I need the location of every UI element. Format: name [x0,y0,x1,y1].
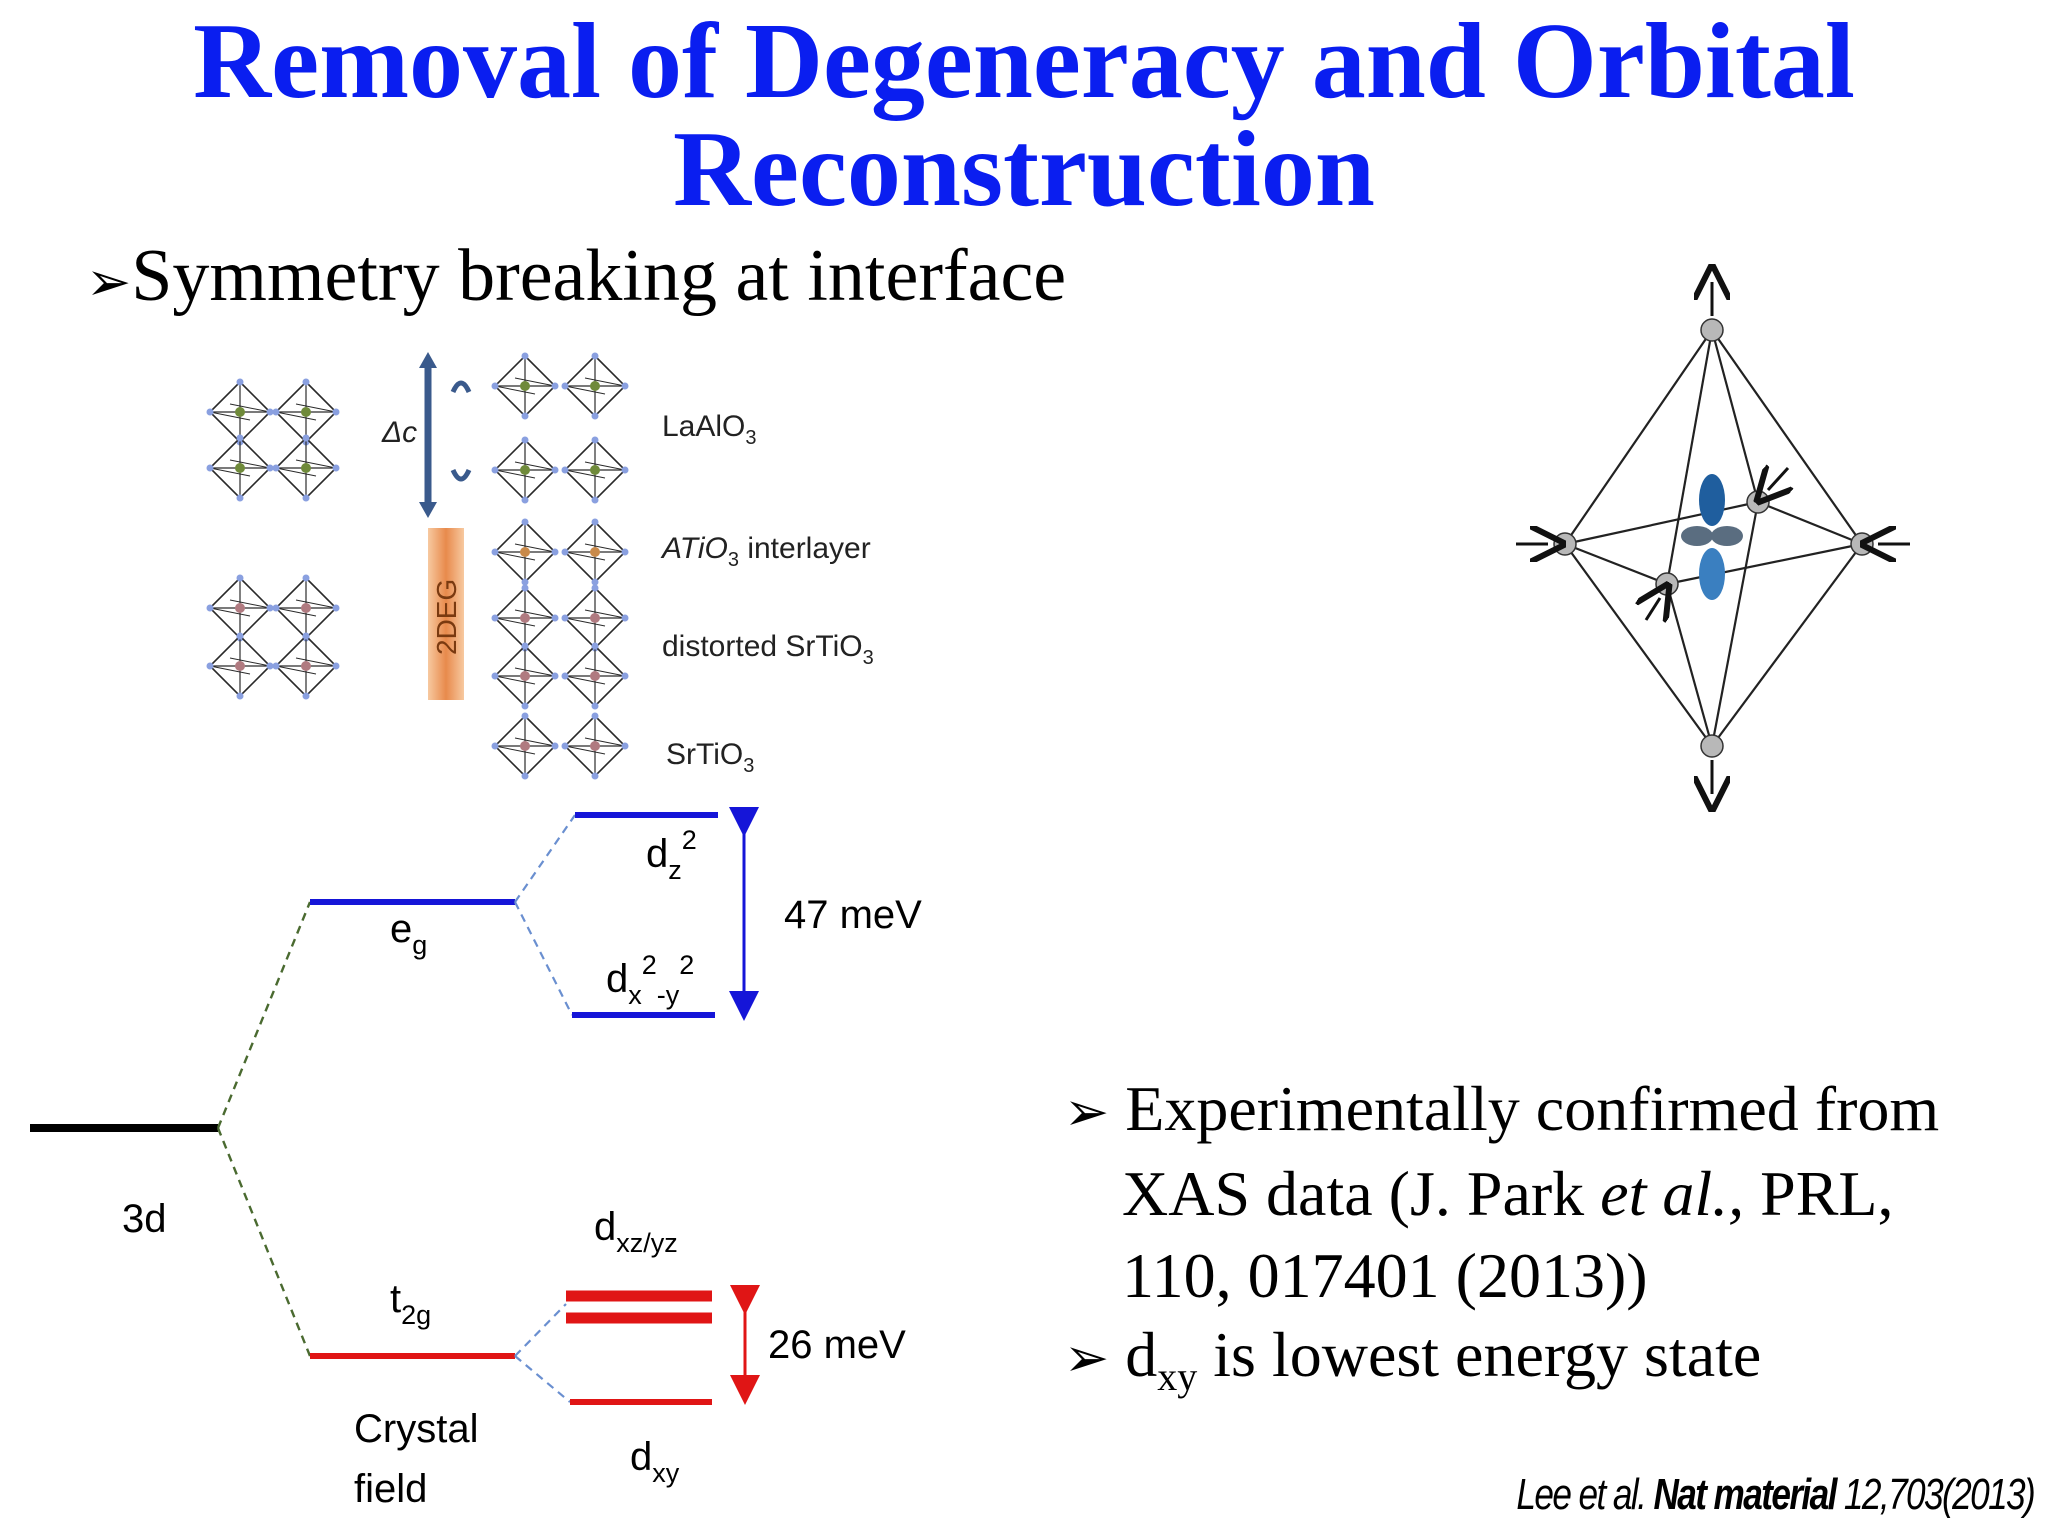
connector-t2g-dxy [514,1355,571,1403]
laalo3-bulk-octahedra [205,377,341,503]
arrow-diag-out-icon [1646,598,1660,620]
slide-title-line1: Removal of Degeneracy and Orbital [193,2,1855,121]
connector-3d-eg [216,901,312,1129]
bullet-arrow-icon: ➢ [86,250,132,313]
connector-eg-dx2y2 [514,901,573,1016]
distorted-srtio3-label: distorted SrTiO3 [662,630,874,669]
bullet-text: Symmetry breaking at interface [131,235,1067,317]
energy-level-diagram: 3d eg t2g dz2 dx2-y2 dxz/yz dxy 47 meV 2… [30,807,922,1511]
label-dx2y2: dx2-y2 [606,950,694,1010]
label-dxy: dxy [630,1435,680,1488]
delta-c-label: Δc [381,416,417,449]
label-dxzyz: dxz/yz [594,1205,678,1258]
connector-eg-dz2 [514,814,576,903]
label-3d: 3d [122,1197,167,1241]
bullet-dxy-lowest: ➢ dxy is lowest energy state [1064,1319,1762,1399]
citation: Lee et al. Nat material 12,703(2013) [1516,1470,2035,1519]
label-field: field [354,1467,427,1511]
bullet-symmetry-breaking: ➢Symmetry breaking at interface [86,236,1066,322]
bullet-experimental-line3: 110, 017401 (2013)) [1122,1240,1648,1311]
slide-title-line2: Reconstruction [673,110,1375,229]
label-dz2: dz2 [646,825,697,885]
bullet-experimental-line1: Experimentally confirmed from [1125,1073,1940,1144]
srtio3-label: SrTiO3 [666,738,754,777]
twodeg-bar [428,528,464,700]
interlayer-label: ATiO3 interlayer [660,532,871,571]
displacement-arrows [1516,282,1910,794]
bullet-arrow-icon: ➢ [1064,1080,1110,1143]
dxy-orbital-lobes [1681,474,1743,600]
twodeg-label: 2DEG [431,579,462,655]
laalo3-label: LaAlO3 [662,410,757,449]
label-47mev: 47 meV [784,893,922,937]
connector-t2g-dxzyz [514,1303,567,1357]
perovskite-structure-figure: Δc 2DEG LaAlO3 ATiO3 interlayer distorte… [205,351,874,781]
interface-stack-octahedra [490,351,630,781]
label-26mev: 26 meV [768,1323,906,1367]
srtio3-bulk-octahedra [205,573,341,701]
bullet-experimental: ➢ Experimentally confirmed from XAS data… [1064,1068,1939,1317]
octahedron-distortion-figure [1516,282,1910,794]
bullet-arrow-icon: ➢ [1064,1326,1110,1389]
bullet-experimental-line2: XAS data (J. Park et al., PRL, [1122,1158,1894,1229]
curl-arrow-up-icon [450,380,472,394]
label-eg: eg [390,907,427,960]
curl-arrow-down-icon [450,468,472,482]
label-crystal: Crystal [354,1407,478,1451]
delta-c-arrow-head-up-icon [419,352,437,368]
label-t2g: t2g [390,1277,431,1330]
connector-3d-t2g [216,1127,312,1357]
delta-c-arrow-head-down-icon [419,502,437,518]
arrow-diag-in-icon [1768,468,1788,490]
